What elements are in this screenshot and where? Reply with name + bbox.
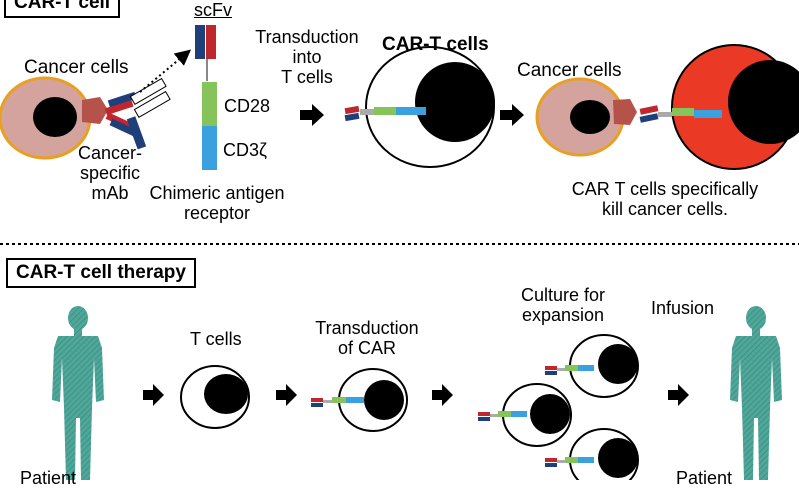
expansion-cell-bottom bbox=[545, 428, 639, 480]
car-receptor bbox=[195, 25, 217, 170]
label-chimeric-line2: receptor bbox=[183, 203, 251, 224]
dotted-arrow bbox=[139, 49, 192, 93]
label-transduction-into-t-cells: Transduction into T cells bbox=[244, 27, 370, 87]
arrow-top-2 bbox=[500, 104, 524, 126]
label-transduction-line3: T cells bbox=[281, 67, 333, 88]
label-infusion: Infusion bbox=[651, 298, 715, 318]
expansion-cell-middle bbox=[478, 383, 572, 447]
arrow-top-1 bbox=[300, 104, 324, 126]
label-car-t-cells: CAR-T cells bbox=[382, 34, 489, 55]
cancer-cell-left bbox=[0, 76, 92, 160]
label-cancer-cells-left: Cancer cells bbox=[24, 57, 129, 78]
label-cancer-specific-mab: Cancer- specific mAb bbox=[62, 143, 158, 203]
label-transduction-of-car: Transduction of CAR bbox=[302, 318, 432, 358]
label-scfv: scFv bbox=[194, 0, 232, 20]
label-transduction-car-line2: of CAR bbox=[337, 338, 397, 359]
label-kill-line1: CAR T cells specifically bbox=[571, 179, 759, 199]
label-kill-line2: kill cancer cells. bbox=[601, 199, 729, 220]
label-culture-line2: expansion bbox=[521, 305, 605, 326]
arrow-bottom-3 bbox=[432, 384, 453, 406]
label-cd28: CD28 bbox=[224, 96, 271, 116]
killing-car-t-cell bbox=[639, 44, 799, 170]
label-transduction-line1: Transduction bbox=[255, 27, 359, 47]
label-kill-cancer-cells: CAR T cells specifically kill cancer cel… bbox=[545, 179, 785, 219]
expansion-cell-top bbox=[545, 334, 639, 398]
cancer-cell-right bbox=[535, 77, 637, 157]
label-transduction-line2: into bbox=[292, 47, 322, 68]
section-title-car-t-cell-therapy: CAR-T cell therapy bbox=[6, 258, 196, 288]
label-patient-right: Patient bbox=[676, 468, 733, 488]
t-cell bbox=[180, 365, 250, 429]
label-cancer-specific-line3: mAb bbox=[91, 183, 129, 204]
label-t-cells: T cells bbox=[190, 329, 242, 349]
label-chimeric-line1: Chimeric antigen bbox=[149, 183, 285, 203]
arrow-bottom-2 bbox=[276, 384, 297, 406]
label-cancer-cells-right: Cancer cells bbox=[517, 60, 622, 81]
label-chimeric-antigen-receptor: Chimeric antigen receptor bbox=[132, 183, 302, 223]
label-transduction-car-line1: Transduction bbox=[315, 318, 419, 338]
patient-right-figure bbox=[730, 306, 782, 480]
antibody bbox=[104, 77, 171, 150]
section-title-car-t-cell: CAR-T cell bbox=[4, 0, 121, 18]
label-cd3z: CD3ζ bbox=[223, 140, 267, 160]
label-cancer-specific-line1: Cancer- bbox=[77, 143, 143, 163]
antigen bbox=[82, 97, 108, 124]
label-culture-line1: Culture for bbox=[520, 285, 606, 305]
label-culture-for-expansion: Culture for expansion bbox=[500, 285, 626, 325]
arrow-bottom-4 bbox=[668, 384, 689, 406]
car-t-cell-top bbox=[344, 46, 495, 168]
label-patient-left: Patient bbox=[20, 468, 77, 488]
transduced-car-t-cell bbox=[311, 368, 408, 432]
patient-left-figure bbox=[52, 306, 104, 480]
arrow-bottom-1 bbox=[143, 384, 164, 406]
label-cancer-specific-line2: specific bbox=[79, 163, 141, 184]
